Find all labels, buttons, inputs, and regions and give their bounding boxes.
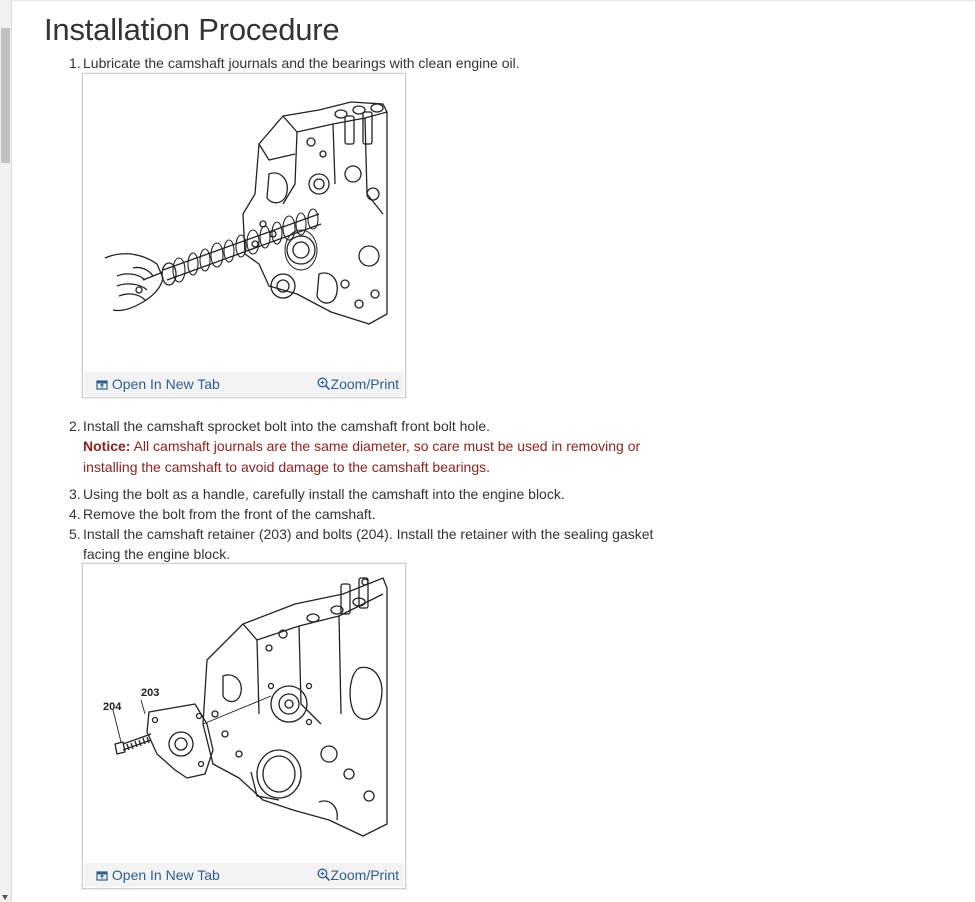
callout-204: 204 (103, 701, 122, 713)
step-5: 5. Install the camshaft retainer (203) a… (69, 524, 679, 564)
notice-block: Notice: All camshaft journals are the sa… (83, 436, 663, 478)
step-number: 3. (69, 486, 81, 502)
zoom-print-link[interactable]: Zoom/Print (317, 867, 399, 883)
vertical-scrollbar[interactable] (0, 0, 12, 902)
retainer-illustration (112, 577, 388, 837)
figure-toolbar: Open In New Tab Zoom/Print (84, 863, 404, 887)
step-4: 4. Remove the bolt from the front of the… (69, 504, 669, 524)
step-text: Remove the bolt from the front of the ca… (83, 506, 376, 522)
figure-camshaft-install: Open In New Tab Zoom/Print (82, 73, 406, 398)
page-title: Installation Procedure (44, 12, 340, 47)
step-number: 5. (69, 526, 81, 542)
step-text: Using the bolt as a handle, carefully in… (83, 486, 565, 502)
callout-203: 203 (141, 687, 159, 699)
step-text: Lubricate the camshaft journals and the … (83, 55, 520, 71)
camshaft-illustration (104, 101, 388, 325)
zoom-print-link[interactable]: Zoom/Print (317, 376, 399, 392)
callout-layer: 203 204 (103, 687, 159, 713)
scroll-down-icon[interactable] (2, 895, 8, 900)
figure-toolbar: Open In New Tab Zoom/Print (84, 372, 404, 396)
scrollbar-thumb[interactable] (1, 28, 10, 163)
new-tab-icon (96, 380, 108, 390)
step-3: 3. Using the bolt as a handle, carefully… (69, 484, 669, 504)
zoom-icon (317, 377, 330, 391)
zoom-icon (317, 868, 330, 882)
zoom-print-label: Zoom/Print (330, 376, 399, 392)
figure-camshaft-retainer: 203 204 Open In New Tab Zoom/Print (82, 563, 406, 889)
zoom-print-label: Zoom/Print (330, 867, 399, 883)
notice-label: Notice: (83, 438, 131, 454)
new-tab-icon (96, 871, 108, 881)
notice-text-line2: installing the camshaft to avoid damage … (83, 459, 491, 475)
open-in-new-tab-label: Open In New Tab (111, 376, 220, 392)
step-text-line2: facing the engine block. (83, 546, 231, 562)
step-number: 1. (69, 55, 81, 71)
step-text: Install the camshaft sprocket bolt into … (83, 418, 490, 434)
step-1: 1. Lubricate the camshaft journals and t… (69, 53, 669, 73)
step-number: 4. (69, 506, 81, 522)
open-in-new-tab-link[interactable]: Open In New Tab (96, 867, 220, 883)
open-in-new-tab-label: Open In New Tab (111, 867, 220, 883)
notice-text-line1: All camshaft journals are the same diame… (133, 438, 641, 454)
step-text-line1: Install the camshaft retainer (203) and … (83, 526, 654, 542)
step-2: 2. Install the camshaft sprocket bolt in… (69, 416, 669, 436)
top-divider (11, 0, 975, 1)
open-in-new-tab-link[interactable]: Open In New Tab (96, 376, 220, 392)
step-number: 2. (69, 418, 81, 434)
